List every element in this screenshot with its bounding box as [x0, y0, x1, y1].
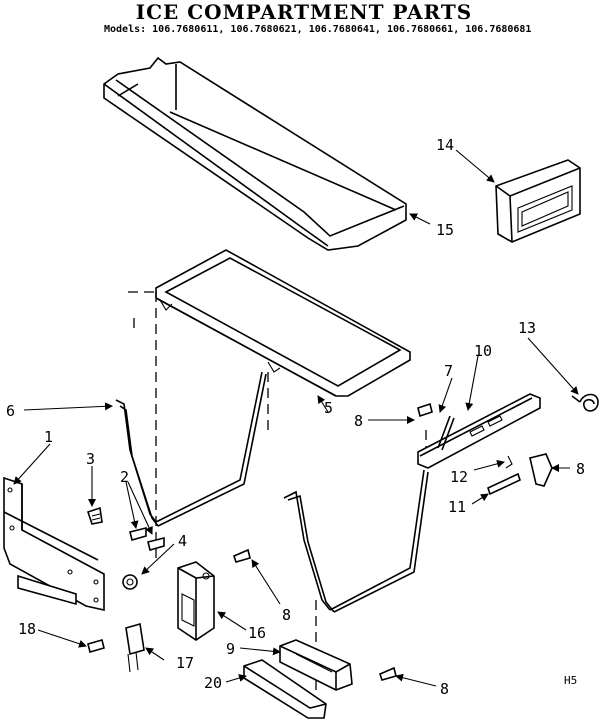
screw-8-b-part — [417, 402, 433, 418]
callout-8-middle: 8 — [282, 606, 291, 624]
callout-2: 2 — [120, 468, 129, 486]
callout-12: 11 — [448, 498, 466, 516]
screw-8-c-part — [379, 666, 397, 681]
callout-18: 17 — [176, 654, 194, 672]
screws-2-part — [129, 526, 165, 551]
page-title: ICE COMPARTMENT PARTS — [135, 0, 473, 24]
wire-7-part — [437, 415, 455, 451]
models-line: Models: 106.7680611, 106.7680621, 106.76… — [104, 24, 532, 35]
callout-labels: 15 14 13 10 7 8 5 6 1 3 2 4 8 16 17 18 9… — [6, 136, 585, 698]
switch-housing-part — [177, 561, 215, 641]
callout-14: 13 — [518, 319, 536, 337]
callout-8-bottom: 8 — [440, 680, 449, 698]
callout-6: 6 — [6, 402, 15, 420]
callout-9: 9 — [226, 640, 235, 658]
nut-part — [122, 574, 138, 590]
callout-5: 5 — [324, 399, 333, 417]
screw-8-a-part — [233, 548, 251, 563]
callout-3: 3 — [86, 450, 95, 468]
callout-7: 7 — [444, 362, 453, 380]
callout-4: 4 — [178, 532, 187, 550]
callout-8-top: 8 — [354, 412, 363, 430]
callout-11: 8 — [576, 460, 585, 478]
callout-17: 16 — [248, 624, 266, 642]
callout-19: 18 — [18, 620, 36, 638]
alignment-lines — [128, 291, 427, 690]
ice-bin-part — [103, 56, 407, 251]
bracket-part — [3, 476, 105, 611]
callout-1: 1 — [44, 428, 53, 446]
pin-part — [487, 472, 521, 496]
callout-20: 20 — [204, 674, 222, 692]
spring-part — [571, 393, 599, 412]
clip-part — [505, 455, 513, 469]
screw-19-part — [87, 639, 105, 653]
screw-3-part — [86, 506, 103, 525]
grille-part — [495, 159, 581, 243]
callout-16: 15 — [436, 221, 454, 239]
callout-13: 12 — [450, 468, 468, 486]
wire-bail-part — [115, 371, 429, 613]
switch-part — [125, 622, 145, 673]
bottom-bar-part — [279, 639, 353, 691]
leader-lines — [13, 149, 579, 687]
lever-part — [417, 393, 541, 469]
tray-part — [155, 249, 411, 397]
callout-10: 10 — [474, 342, 492, 360]
corner-code: H5 — [564, 674, 577, 687]
knob-part — [529, 453, 553, 487]
callout-15: 14 — [436, 136, 454, 154]
